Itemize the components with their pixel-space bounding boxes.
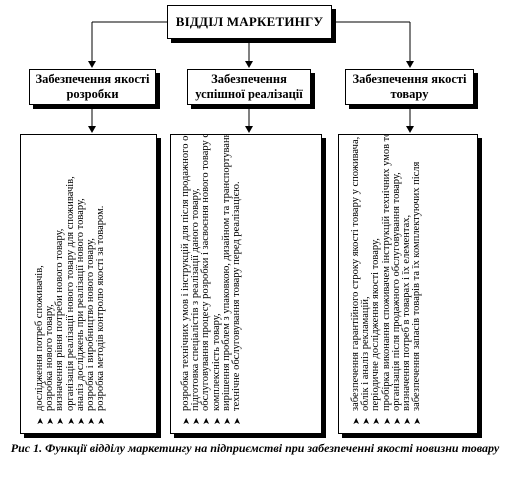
- figure-caption: Рис 1. Функції відділу маркетингу на під…: [10, 441, 500, 455]
- list-item: ➤ розробка методів контролю якості за тов…: [95, 175, 107, 425]
- list-item-text: технічне обслуговування товару перед реа…: [231, 181, 243, 411]
- arrow-bullet-icon: ➤: [381, 417, 392, 425]
- title-box: ВІДДІЛ МАРКЕТИНГУ: [167, 5, 332, 39]
- arrow-bullet-icon: ➤: [96, 417, 107, 425]
- arrow-bullet-icon: ➤: [201, 417, 212, 425]
- rotated-list: ➤дослідження потреб споживачів,➤розробка…: [34, 175, 107, 425]
- list-item-text: забезпечення запасів товарів та їх компл…: [411, 161, 423, 411]
- branch-heading-development: Забезпечення якості розробки: [29, 69, 156, 105]
- diagram-title: ВІДДІЛ МАРКЕТИНГУ: [175, 14, 324, 29]
- arrow-bullet-icon: ➤: [361, 417, 372, 425]
- arrow-bullet-icon: ➤: [232, 417, 243, 425]
- arrow-bullet-icon: ➤: [55, 417, 66, 425]
- rotated-list: ➤розробка технічних умов і інструкцій дл…: [180, 135, 243, 425]
- arrow-bullet-icon: ➤: [35, 417, 45, 425]
- branch-list-quality: ➤забезпечення гарантійного строку якості…: [338, 134, 478, 434]
- rotated-list: ➤забезпечення гарантійного строку якості…: [350, 135, 423, 425]
- list-item: ➤ технічне обслуговування товару перед ре…: [231, 175, 243, 425]
- list-item: ➤ забезпечення запасів товарів та їх комп…: [411, 162, 423, 425]
- arrow-bullet-icon: ➤: [86, 417, 97, 425]
- arrow-bullet-icon: ➤: [65, 417, 76, 425]
- arrow-bullet-icon: ➤: [45, 417, 56, 425]
- branch-heading-quality: Забезпечення якості товару: [345, 69, 474, 105]
- branch-list-development: ➤дослідження потреб споживачів,➤розробка…: [20, 134, 157, 434]
- arrow-bullet-icon: ➤: [402, 417, 413, 425]
- arrow-bullet-icon: ➤: [391, 417, 402, 425]
- arrow-bullet-icon: ➤: [351, 417, 361, 425]
- arrow-bullet-icon: ➤: [412, 417, 423, 425]
- arrow-bullet-icon: ➤: [181, 417, 191, 425]
- arrow-bullet-icon: ➤: [371, 417, 382, 425]
- list-item-text: розробка методів контролю якості за това…: [95, 205, 107, 411]
- branch-heading-sales: Забезпечення успішної реалізації: [187, 69, 311, 105]
- branch-list-sales: ➤розробка технічних умов і інструкцій дл…: [170, 134, 322, 434]
- arrow-bullet-icon: ➤: [75, 417, 86, 425]
- arrow-bullet-icon: ➤: [191, 417, 202, 425]
- arrow-bullet-icon: ➤: [211, 417, 222, 425]
- arrow-bullet-icon: ➤: [221, 417, 232, 425]
